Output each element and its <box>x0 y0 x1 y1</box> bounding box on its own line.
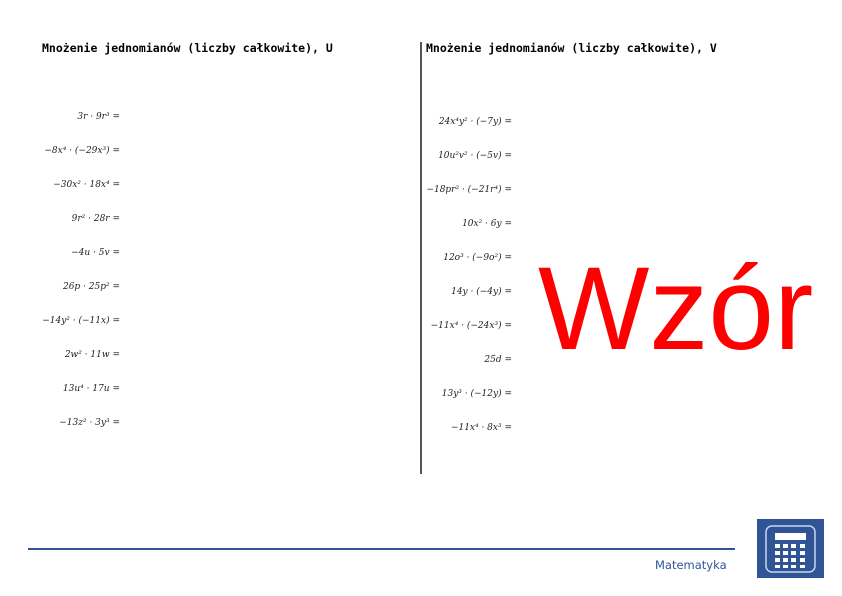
left-worksheet-title: Mnożenie jednomianów (liczby całkowite),… <box>42 41 333 55</box>
exercise-item: 13y³ · (−12y) = <box>441 389 512 399</box>
exercise-item: 10x² · 6y = <box>462 219 512 229</box>
calculator-icon <box>757 519 824 578</box>
exercise-item: 14y · (−4y) = <box>451 287 512 297</box>
exercise-item: 9r² · 28r = <box>71 214 120 224</box>
exercise-item: −8x⁴ · (−29x³) = <box>44 146 120 156</box>
right-worksheet-title: Mnożenie jednomianów (liczby całkowite),… <box>426 41 717 55</box>
exercise-item: −18pr² · (−21r⁴) = <box>426 185 512 195</box>
exercise-item: −11x⁴ · 8x³ = <box>450 423 512 433</box>
exercise-item: 12o³ · (−9o²) = <box>443 253 512 263</box>
exercise-item: 26p · 25p² = <box>62 282 120 292</box>
exercise-item: −14y² · (−11x) = <box>42 316 120 326</box>
exercise-item: −11x⁴ · (−24x³) = <box>430 321 512 331</box>
exercise-item: 25d = <box>484 355 512 365</box>
exercise-item: −30x² · 18x⁴ = <box>53 180 120 190</box>
exercise-item: −13z² · 3y³ = <box>59 418 120 428</box>
exercise-item: −4u · 5v = <box>71 248 120 258</box>
column-divider <box>420 42 422 474</box>
footer-label: Matematyka <box>655 558 727 572</box>
exercise-item: 2w² · 11w = <box>64 350 120 360</box>
watermark: Wzór <box>538 243 814 375</box>
exercise-item: 13u⁴ · 17u = <box>62 384 120 394</box>
footer-rule <box>28 548 735 550</box>
exercise-item: 10u²v² · (−5v) = <box>438 151 512 161</box>
exercise-item: 24x⁴y² · (−7y) = <box>438 117 512 127</box>
exercise-item: 3r · 9r³ = <box>77 112 120 122</box>
